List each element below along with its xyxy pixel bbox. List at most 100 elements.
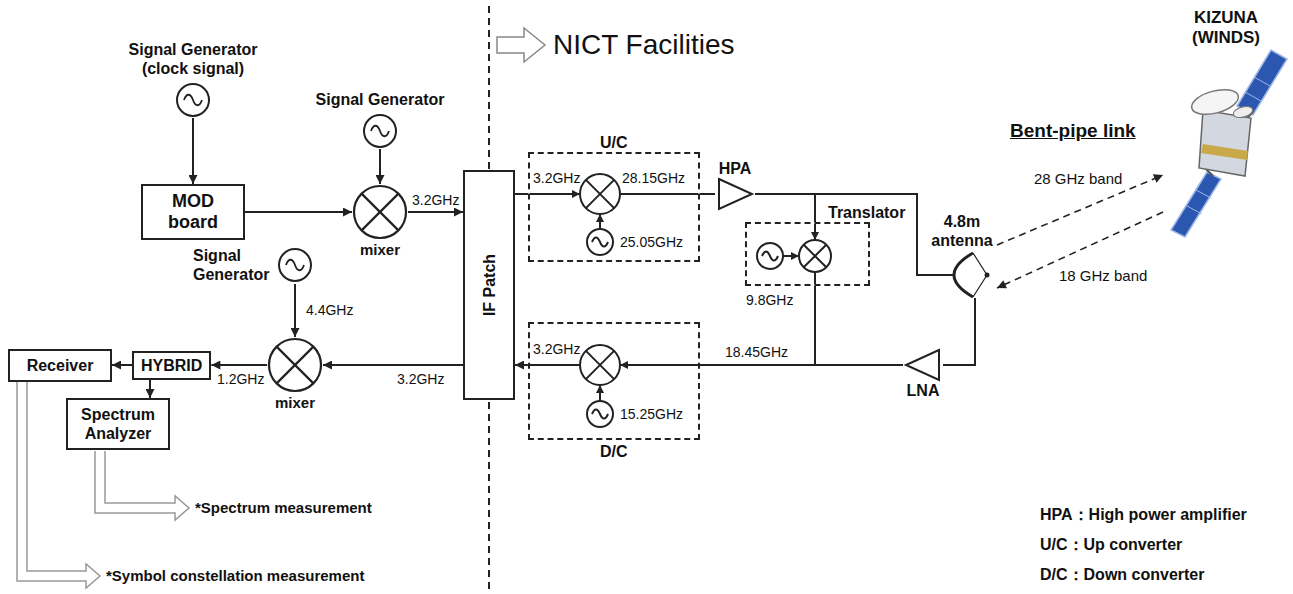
wire: [620, 364, 698, 366]
drawing-part: [269, 339, 321, 391]
oscillator-symbol: [757, 243, 783, 269]
edge-label-holder: 3.2GHz: [395, 371, 446, 387]
drawing-part: [362, 194, 399, 231]
if-patch-panel: IF Patch: [463, 170, 515, 400]
node-label: Receiver: [27, 356, 94, 375]
wire: [814, 272, 816, 284]
node-label: MOD board: [163, 191, 223, 233]
drawing-part: [277, 347, 314, 384]
frequency-label: 28.15GHz: [622, 170, 685, 186]
mixer-symbol: [799, 240, 831, 272]
link-title: Bent-pipe link: [1010, 119, 1136, 142]
satellite-illustration: [1163, 48, 1289, 238]
low-noise-amplifier: LNA: [903, 349, 943, 400]
mixer-symbol: [580, 345, 620, 385]
connector: [755, 194, 815, 222]
drawing-part: [954, 253, 973, 297]
connectors: [112, 118, 1163, 398]
facility-label: NICT Facilities: [553, 29, 735, 61]
drawing-part: [354, 186, 406, 238]
connector: [700, 286, 815, 365]
drawing-part: [1196, 190, 1211, 198]
mixer-symbol: [352, 184, 408, 240]
frequency-label-holder: 25.05GHz: [620, 234, 683, 250]
oscillator-symbol: [587, 229, 613, 255]
drawing-part: [1187, 206, 1202, 214]
drawing-part: [277, 347, 314, 384]
abbreviation-note: U/C：Up converter: [1040, 535, 1182, 554]
modulator-board: MOD board: [141, 184, 245, 240]
drawing-part: [1171, 172, 1221, 237]
edge-label: 28 GHz band: [1032, 170, 1124, 187]
wire: [530, 364, 580, 366]
connector: [112, 364, 132, 366]
wire: [783, 255, 799, 257]
frequency-label: 15.25GHz: [620, 406, 683, 422]
node-label: HYBRID: [141, 356, 202, 375]
edge-label-holder: 4.4GHz: [304, 302, 355, 318]
down-converter: D/C: [528, 322, 700, 440]
receiver-box: Receiver: [8, 349, 112, 382]
connector: [515, 364, 528, 366]
node-label: IF Patch: [480, 254, 499, 316]
drawing-part: [1237, 50, 1287, 115]
mixer-cross: [586, 351, 614, 379]
facility-arrow: [497, 28, 545, 62]
drawing-part: [371, 126, 389, 137]
node-label: Spectrum Analyzer: [76, 405, 160, 443]
edge-label: 3.2GHz: [410, 192, 461, 208]
down-converter-parts: [530, 345, 698, 427]
abbreviation-note-holder: D/C：Down converter: [1040, 565, 1204, 584]
edge-label: 4.4GHz: [304, 302, 355, 318]
up-converter-parts: [530, 174, 698, 255]
measurement-note: *Spectrum measurement: [195, 499, 372, 517]
signal-generator: Signal Generator (clock signal): [123, 40, 263, 118]
connector: [943, 298, 975, 365]
sine-wave: [592, 410, 608, 419]
edge-label-holder: 18.45GHz: [723, 344, 790, 360]
mixer-symbol: [580, 174, 620, 214]
node-label: Signal Generator: [310, 90, 450, 109]
connector: [700, 364, 903, 366]
frequency-label-holder: 3.2GHz: [533, 170, 580, 186]
mixer-cross: [804, 245, 827, 268]
amplifier-symbol: [715, 178, 755, 210]
node-label: U/C: [600, 133, 628, 152]
connector: [192, 118, 194, 184]
mixer: mixer: [352, 184, 408, 259]
oscillator-symbol: [362, 113, 398, 149]
hybrid-box: HYBRID: [132, 351, 211, 380]
sine-wave: [762, 252, 778, 261]
edge-label: 18.45GHz: [723, 344, 790, 360]
edge-label: 3.2GHz: [395, 371, 446, 387]
abbreviation-note-holder: U/C：Up converter: [1040, 535, 1182, 554]
connector: [245, 211, 352, 213]
oscillator-symbol: [175, 82, 211, 118]
translator-parts: [757, 224, 831, 284]
drawing-part: [286, 260, 304, 271]
box-heading-holder: U/C: [600, 133, 628, 152]
drawing-part: [177, 84, 209, 116]
edge-label-holder: 1.2GHz: [215, 371, 266, 387]
connector: [294, 284, 296, 337]
mixer-cross: [586, 351, 614, 379]
node-label: Signal Generator (clock signal): [123, 40, 263, 78]
node-label: HPA: [719, 159, 752, 178]
frequency-label-holder: 3.2GHz: [533, 341, 580, 357]
drawing-part: [362, 194, 399, 231]
connector: [997, 212, 1163, 288]
drawing-part: [364, 115, 396, 147]
abbreviation-note-holder: HPA：High power amplifier: [1040, 505, 1247, 524]
node-label: D/C: [600, 442, 628, 461]
drawing-part: [985, 273, 990, 278]
connector: [408, 211, 463, 213]
mixer: mixer: [267, 337, 323, 412]
abbreviation-note: HPA：High power amplifier: [1040, 505, 1247, 524]
sine-wave: [592, 238, 608, 247]
antenna: 4.8m antenna: [927, 212, 997, 298]
measurement-note-holder: *Spectrum measurement: [195, 499, 372, 517]
facility-label-holder: NICT Facilities: [553, 29, 735, 61]
wire: [530, 193, 580, 195]
rotated-label-holder: IF Patch: [480, 254, 499, 316]
